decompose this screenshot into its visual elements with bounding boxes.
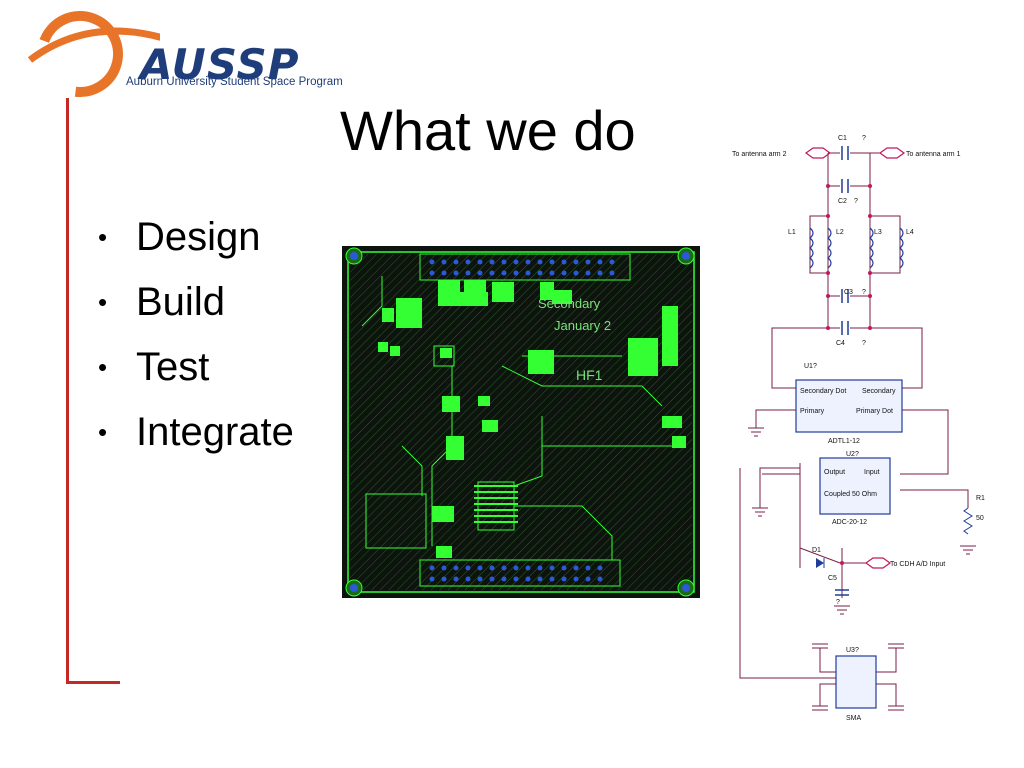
- bullet-dot-icon: •: [98, 352, 108, 382]
- label-c3-value: ?: [862, 289, 866, 296]
- label-c5-value: ?: [836, 599, 840, 606]
- bullet-text: Test: [136, 345, 210, 389]
- logo-name: AUSSP: [140, 40, 300, 89]
- label-u1-primary-dot: Primary Dot: [856, 408, 893, 415]
- pcb-silkscreen-line: Secondary: [538, 296, 601, 311]
- label-u1-secondary-dot: Secondary Dot: [800, 388, 846, 395]
- orbit-swoosh-icon: [27, 11, 160, 97]
- label-antenna-1: To antenna arm 1: [906, 151, 961, 158]
- label-l4: L4: [906, 229, 914, 236]
- label-c1-value: ?: [862, 135, 866, 142]
- label-c2-value: ?: [854, 198, 858, 205]
- label-c1: C1: [838, 135, 847, 142]
- label-c2: C2: [838, 198, 847, 205]
- left-accent-rule-foot: [66, 681, 120, 684]
- bullet-item: • Test: [98, 335, 294, 400]
- label-u1-part: ADTL1-12: [828, 438, 860, 445]
- pcb-silkscreen-line: January 2: [554, 318, 611, 333]
- label-antenna-2: To antenna arm 2: [732, 151, 787, 158]
- label-r1-value: 50: [976, 515, 984, 522]
- bullet-dot-icon: •: [98, 287, 108, 317]
- bullet-item: • Design: [98, 205, 294, 270]
- label-l2: L2: [836, 229, 844, 236]
- left-accent-rule: [66, 98, 69, 683]
- bullet-item: • Build: [98, 270, 294, 335]
- label-u1-primary: Primary: [800, 408, 825, 415]
- label-l1: L1: [788, 229, 796, 236]
- bullet-text: Design: [136, 215, 261, 259]
- slide-title: What we do: [340, 99, 636, 162]
- label-c4-value: ?: [862, 340, 866, 347]
- label-u2-input: Input: [864, 469, 880, 476]
- label-u1: U1?: [804, 363, 817, 370]
- label-u3: U3?: [846, 647, 859, 654]
- label-u2-part: ADC-20-12: [832, 519, 867, 526]
- aussp-logo: AUSSP Auburn University Student Space Pr…: [0, 0, 380, 100]
- label-l3: L3: [874, 229, 882, 236]
- rf-schematic-image: C1 ? To antenna arm 2 To antenna arm 1 C…: [732, 135, 985, 722]
- bullet-text: Integrate: [136, 410, 294, 454]
- label-u2: U2?: [846, 451, 859, 458]
- label-c4: C4: [836, 340, 845, 347]
- label-u2-coupled: Coupled 50 Ohm: [824, 491, 877, 498]
- label-u2-output: Output: [824, 469, 845, 476]
- label-c5: C5: [828, 575, 837, 582]
- label-r1: R1: [976, 495, 985, 502]
- label-c3: C3: [844, 289, 853, 296]
- bullet-dot-icon: •: [98, 222, 108, 252]
- bullet-dot-icon: •: [98, 417, 108, 447]
- bullet-list: • Design • Build • Test • Integrate: [98, 205, 294, 465]
- pcb-silkscreen-line: HF1: [576, 367, 603, 383]
- logo-subtitle: Auburn University Student Space Program: [126, 76, 343, 88]
- label-d1: D1: [812, 547, 821, 554]
- bullet-item: • Integrate: [98, 400, 294, 465]
- label-cdh-input: To CDH A/D Input: [890, 561, 945, 568]
- label-u3-part: SMA: [846, 715, 862, 722]
- bullet-text: Build: [136, 280, 225, 324]
- label-u1-secondary: Secondary: [862, 388, 896, 395]
- pcb-layout-image: Secondary January 2 HF1: [342, 246, 700, 598]
